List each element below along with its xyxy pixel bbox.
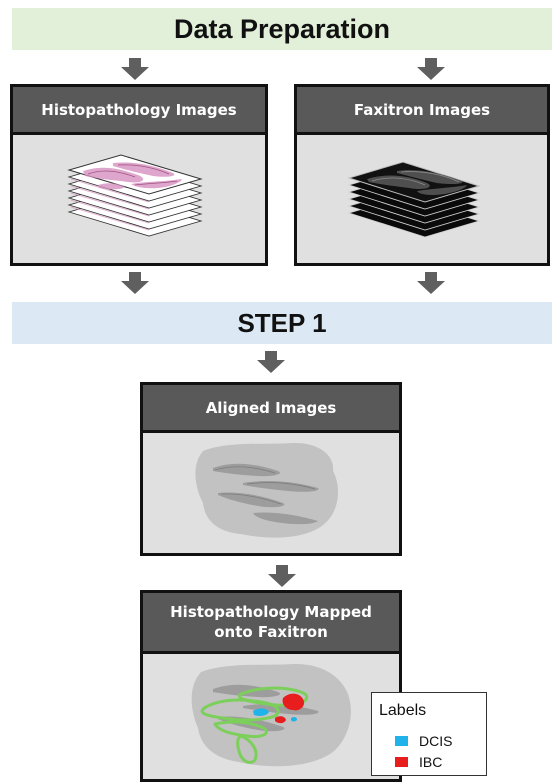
legend-item-ibc: IBC [395, 754, 442, 770]
down-arrow-icon [417, 272, 445, 294]
faxitron-images-panel: Faxitron Images [294, 84, 550, 266]
panel-title: Histopathology Mapped onto Faxitron [143, 593, 399, 654]
ibc-swatch [395, 757, 408, 767]
down-arrow-icon [417, 58, 445, 80]
legend-item-dcis: DCIS [395, 733, 452, 749]
down-arrow-icon [257, 351, 285, 373]
panel-title-line-1: Histopathology Mapped [170, 603, 372, 621]
labels-legend: Labels DCIS IBC [371, 692, 487, 776]
legend-label: DCIS [419, 733, 453, 749]
legend-title: Labels [379, 702, 427, 719]
histopathology-images-panel: Histopathology Images [10, 84, 268, 266]
down-arrow-icon [121, 58, 149, 80]
panel-title: Histopathology Images [13, 87, 265, 135]
data-preparation-banner: Data Preparation [12, 8, 552, 50]
dcis-swatch [395, 736, 408, 746]
step-1-banner: STEP 1 [12, 302, 552, 344]
panel-title: Aligned Images [143, 385, 399, 433]
down-arrow-icon [121, 272, 149, 294]
histopathology-mapped-panel: Histopathology Mapped onto Faxitron [140, 590, 402, 782]
legend-label: IBC [419, 754, 443, 770]
aligned-images-panel: Aligned Images [140, 382, 402, 556]
panel-title: Faxitron Images [297, 87, 547, 135]
panel-title-line-2: onto Faxitron [214, 623, 328, 641]
down-arrow-icon [268, 565, 296, 587]
